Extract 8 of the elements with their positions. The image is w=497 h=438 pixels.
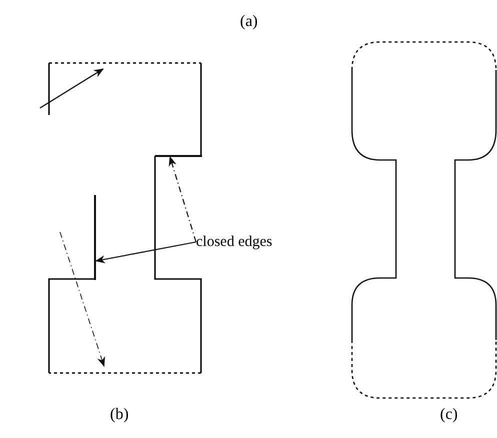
panel-label: (a) bbox=[240, 12, 258, 32]
panel-label: (c) bbox=[440, 405, 458, 425]
leader-line bbox=[168, 156, 197, 242]
callout-text: closed edges bbox=[196, 232, 272, 252]
leader-line bbox=[95, 241, 196, 264]
closed-edge bbox=[155, 155, 202, 157]
closed-edge bbox=[94, 195, 96, 280]
panel-label: (b) bbox=[110, 405, 129, 425]
